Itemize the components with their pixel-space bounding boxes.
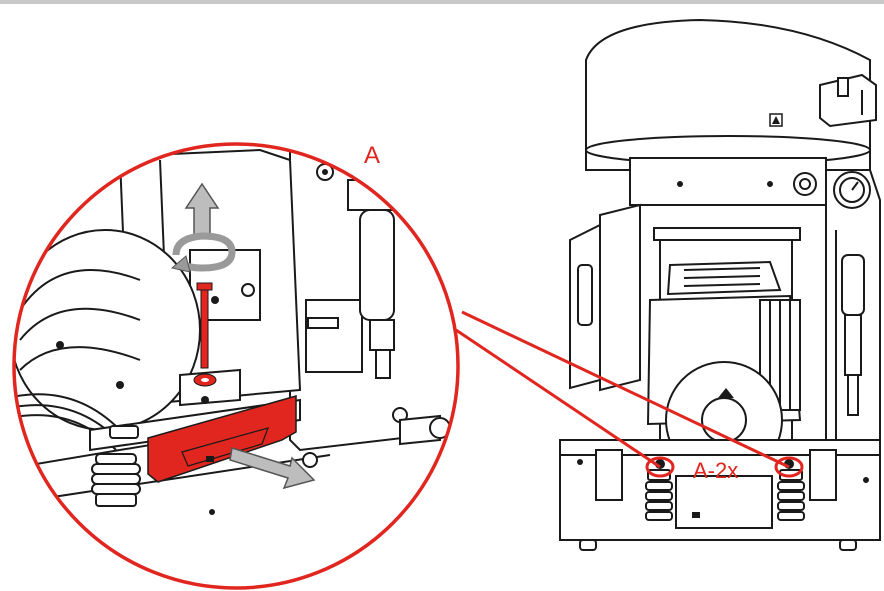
- rotate-icon: [170, 232, 236, 273]
- bolt-marker-left: [645, 456, 675, 478]
- detail-label: A: [364, 142, 380, 169]
- connector-line-lower: [455, 328, 661, 469]
- connector-line-upper: [461, 310, 790, 469]
- bolt-marker-right: [774, 456, 804, 478]
- detail-view: [14, 144, 458, 588]
- spring-mount-right: [777, 469, 805, 521]
- compressor-unit: [559, 18, 881, 551]
- spring-mount-left: [645, 469, 673, 521]
- location-label: A-2x: [693, 458, 738, 483]
- bolt-highlight: [193, 282, 217, 387]
- top-border: [0, 0, 884, 4]
- detail-circle: [12, 142, 460, 590]
- arrow-right-icon: [229, 447, 316, 490]
